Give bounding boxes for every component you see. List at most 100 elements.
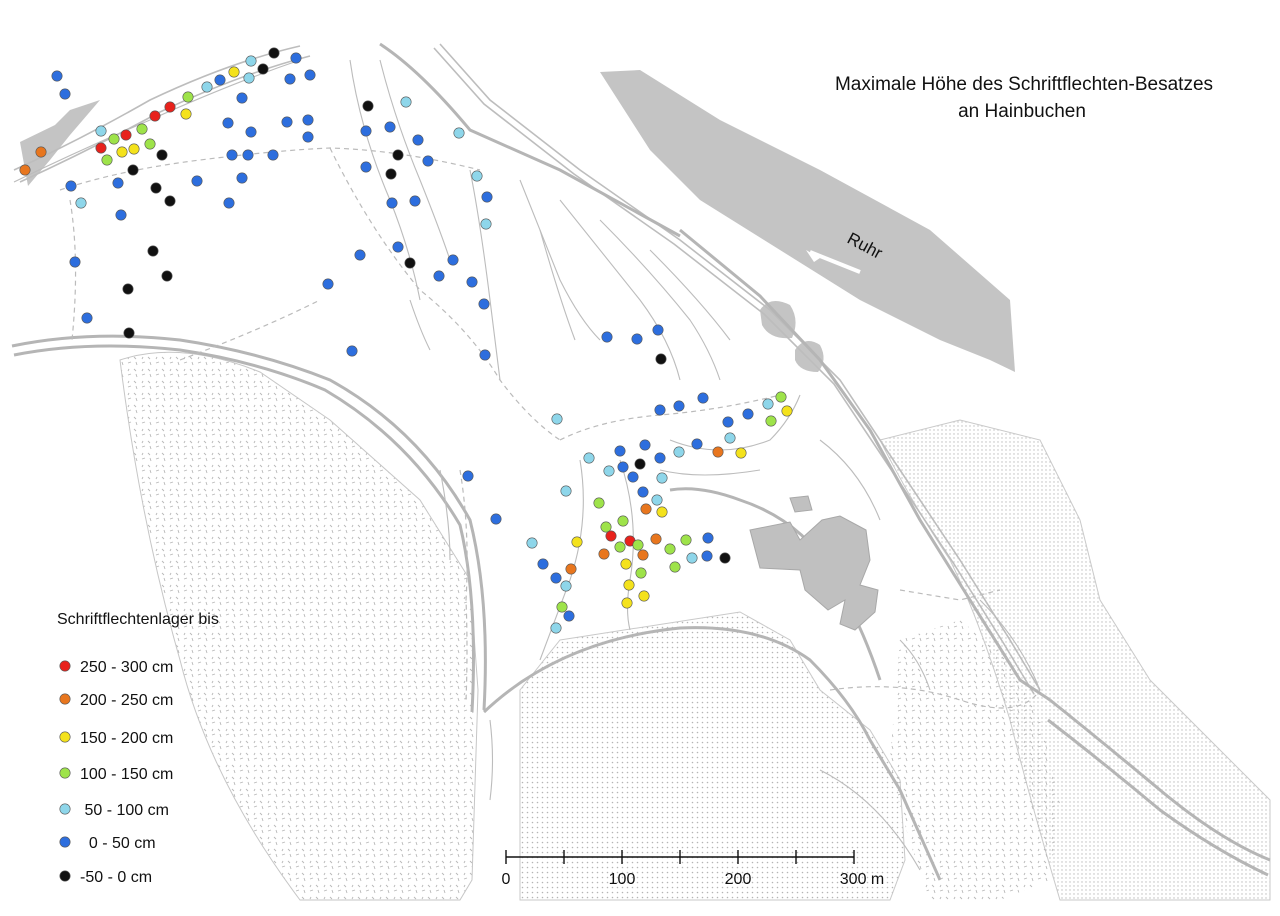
sample-point <box>422 155 434 167</box>
legend-label: 100 - 150 cm <box>80 766 173 783</box>
sample-point <box>462 470 474 482</box>
sample-point <box>164 101 176 113</box>
sample-point <box>284 73 296 85</box>
hatched-forest-area <box>119 351 479 901</box>
legend-label: -50 - 0 cm <box>80 869 152 886</box>
sample-point <box>59 88 71 100</box>
sample-point <box>617 515 629 527</box>
sample-point <box>123 327 135 339</box>
sample-point <box>620 558 632 570</box>
legend-label: 0 - 50 cm <box>80 835 156 852</box>
sample-point <box>257 63 269 75</box>
legend: Schriftflechtenlager bis 250 - 300 cm200… <box>57 611 219 886</box>
sample-point <box>623 579 635 591</box>
legend-swatch <box>59 660 71 672</box>
sample-point <box>95 142 107 154</box>
roads <box>11 42 1271 881</box>
legend-label: 250 - 300 cm <box>80 659 173 676</box>
sample-point <box>409 195 421 207</box>
sample-point <box>478 298 490 310</box>
legend-swatch <box>59 836 71 848</box>
sample-point <box>637 549 649 561</box>
sample-point <box>735 447 747 459</box>
sample-point <box>447 254 459 266</box>
sample-point <box>69 256 81 268</box>
sample-point <box>762 398 774 410</box>
scale-bar: 0 100 200 300 m <box>502 850 884 888</box>
harbor-water <box>20 100 100 186</box>
sample-point <box>65 180 77 192</box>
sample-point <box>101 154 113 166</box>
sample-point <box>360 161 372 173</box>
sample-point <box>346 345 358 357</box>
hatched-area-east <box>890 620 1060 900</box>
sample-point <box>214 74 226 86</box>
legend-label: 150 - 200 cm <box>80 730 173 747</box>
sample-point <box>245 126 257 138</box>
sample-point <box>386 197 398 209</box>
sample-point <box>724 432 736 444</box>
sample-point <box>360 125 372 137</box>
sample-points <box>19 47 793 634</box>
sample-point <box>656 472 668 484</box>
building-complex <box>749 495 879 631</box>
sample-point <box>362 100 374 112</box>
sample-point <box>479 349 491 361</box>
map-title-line-2: an Hainbuchen <box>958 101 1086 122</box>
sample-point <box>526 537 538 549</box>
map-title-line-1: Maximale Höhe des Schriftflechten-Besatz… <box>835 74 1213 95</box>
sample-point <box>268 47 280 59</box>
sample-point <box>127 164 139 176</box>
sample-point <box>637 486 649 498</box>
sample-point <box>136 123 148 135</box>
sample-point <box>304 69 316 81</box>
sample-point <box>161 270 173 282</box>
sample-point <box>19 164 31 176</box>
sample-point <box>236 172 248 184</box>
sample-point <box>627 471 639 483</box>
sample-point <box>480 218 492 230</box>
sample-point <box>634 458 646 470</box>
sample-point <box>691 438 703 450</box>
sample-point <box>150 182 162 194</box>
sample-point <box>593 497 605 509</box>
sample-point <box>560 580 572 592</box>
sample-point <box>565 563 577 575</box>
sample-point <box>392 241 404 253</box>
sample-point <box>583 452 595 464</box>
sample-point <box>601 331 613 343</box>
sample-point <box>385 168 397 180</box>
sample-point <box>775 391 787 403</box>
sample-point <box>471 170 483 182</box>
legend-swatch <box>59 803 71 815</box>
sample-point <box>650 533 662 545</box>
sample-point <box>765 415 777 427</box>
map-title: Maximale Höhe des Schriftflechten-Besatz… <box>835 74 1213 122</box>
sample-point <box>182 91 194 103</box>
sample-point <box>400 96 412 108</box>
sample-point <box>243 72 255 84</box>
sample-point <box>149 110 161 122</box>
sample-point <box>701 550 713 562</box>
scale-label-300: 300 m <box>840 871 884 888</box>
sample-point <box>322 278 334 290</box>
sample-point <box>551 413 563 425</box>
sample-point <box>537 558 549 570</box>
pond-1 <box>760 301 796 339</box>
sample-point <box>571 536 583 548</box>
sample-point <box>453 127 465 139</box>
sample-point <box>115 209 127 221</box>
sample-point <box>108 133 120 145</box>
sample-point <box>598 548 610 560</box>
sample-point <box>236 92 248 104</box>
sample-point <box>281 116 293 128</box>
sample-point <box>191 175 203 187</box>
sample-point <box>384 121 396 133</box>
sample-point <box>404 257 416 269</box>
legend-swatch <box>59 693 71 705</box>
sample-point <box>632 539 644 551</box>
sample-point <box>651 494 663 506</box>
sample-point <box>222 117 234 129</box>
sample-point <box>466 276 478 288</box>
